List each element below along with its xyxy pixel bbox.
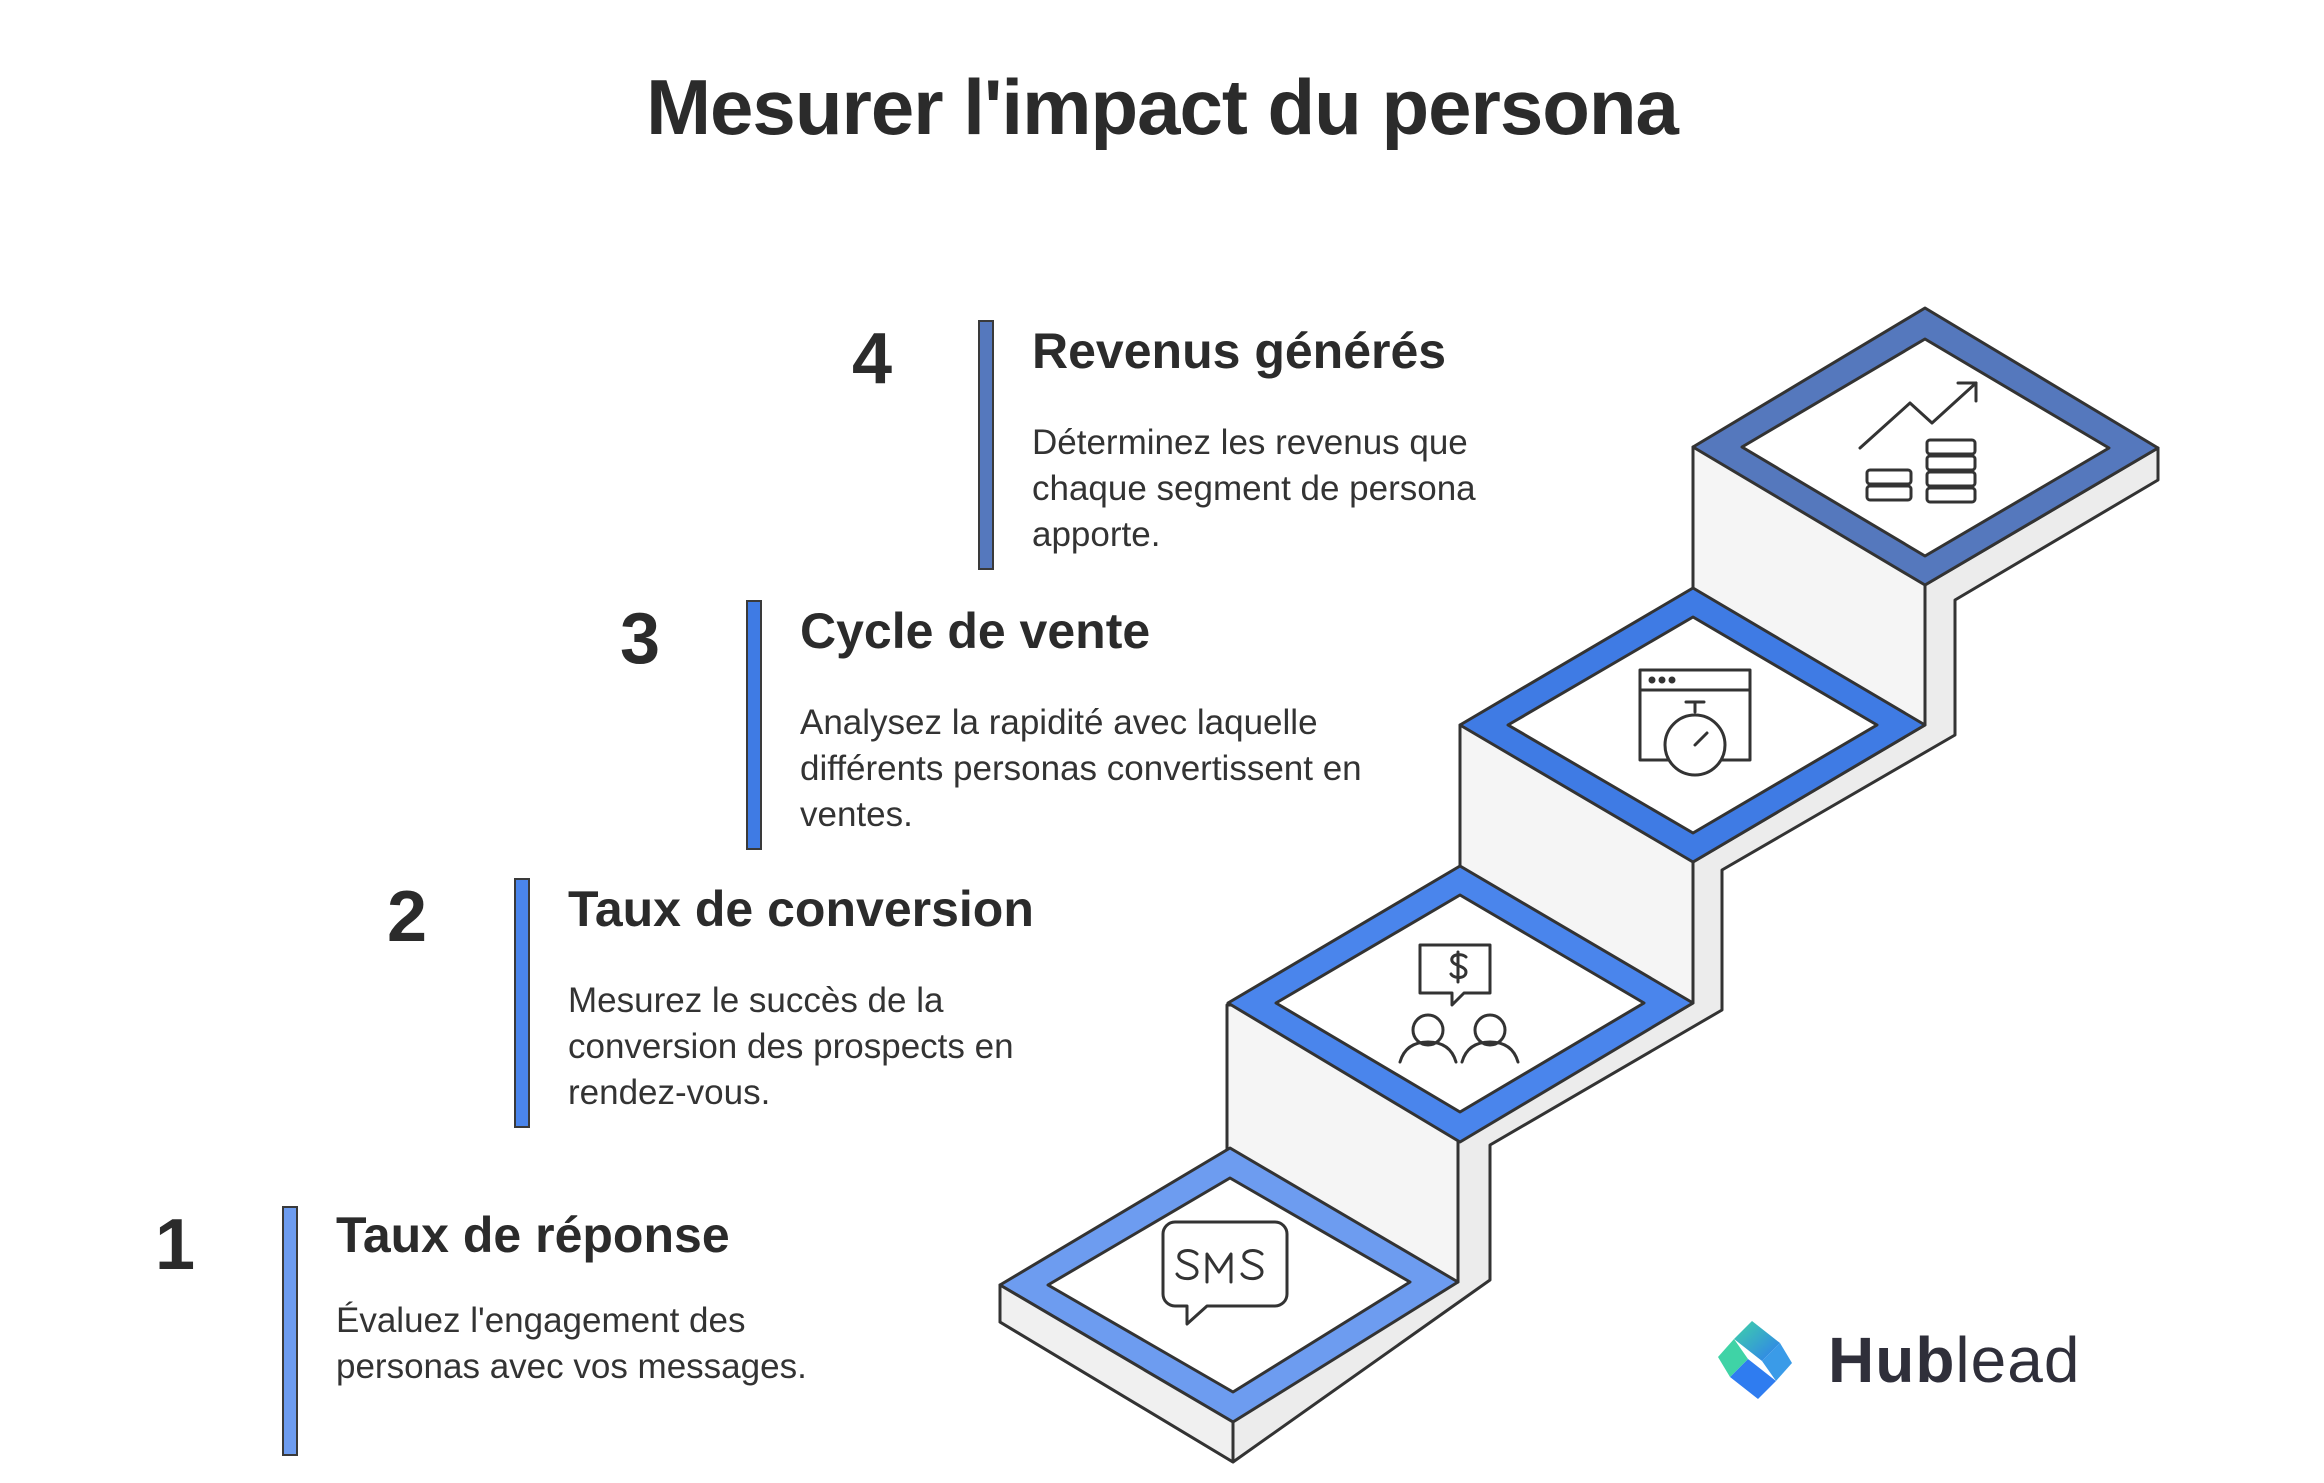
step-1-bar (282, 1206, 298, 1456)
step-3-heading: Cycle de vente (800, 603, 1151, 659)
step-3-number: 3 (619, 599, 661, 679)
step-3-description: Analysez la rapidité avec laquelle diffé… (800, 703, 1362, 834)
step-4-heading: Revenus générés (1032, 323, 1447, 379)
step-4-description: Déterminez les revenus que chaque segmen… (1032, 423, 1476, 554)
step-1-description: Évaluez l'engagement des personas avec v… (336, 1301, 807, 1386)
step-1-heading: Taux de réponse (336, 1207, 730, 1263)
hublead-wordmark: Hublead (1828, 1323, 2080, 1397)
step-2-heading: Taux de conversion (568, 881, 1034, 937)
revenue-coins-growth-icon (1858, 381, 1978, 504)
step-2-description: Mesurez le succès de la conversion des p… (568, 981, 1014, 1112)
brand-bold: Hub (1828, 1324, 1956, 1396)
step-1-platform (998, 1146, 1460, 1464)
step-3-bar (746, 600, 762, 850)
diagram-title: Mesurer l'impact du persona (646, 63, 1679, 151)
step-1-number: 1 (154, 1205, 196, 1285)
stopwatch-window-icon (1638, 668, 1752, 777)
brand-light: lead (1955, 1324, 2081, 1396)
sms-chat-icon (1161, 1220, 1289, 1326)
step-4-number: 4 (851, 319, 893, 399)
hublead-logo-icon (1718, 1321, 1792, 1399)
hublead-logo: Hublead (1710, 1310, 2080, 1410)
step-4-bar (978, 320, 994, 570)
step-2-platform (1226, 864, 1695, 1144)
step-2-bar (514, 878, 530, 1128)
conversion-people-dollar-icon (1398, 943, 1520, 1064)
step-2-number: 2 (386, 877, 428, 957)
